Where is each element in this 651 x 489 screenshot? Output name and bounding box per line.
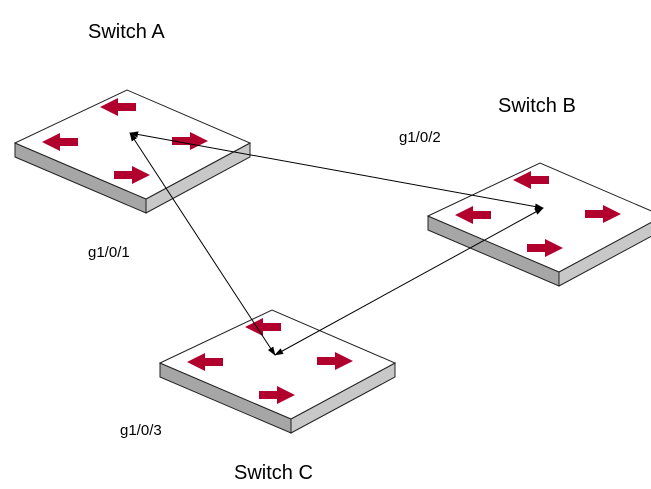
links-layer (129, 131, 544, 356)
switch-b-icon (427, 162, 651, 287)
labels-layer: Switch A Switch B Switch C g1/0/1 g1/0/2 g1/0… (88, 21, 576, 484)
switch-a-label: Switch A (88, 21, 165, 43)
switch-a-icon (14, 89, 251, 214)
switch-c-label: Switch C (234, 462, 313, 484)
port-label-p1: g1/0/1 (88, 244, 130, 261)
link-a-c (129, 132, 276, 356)
switch-b-label: Switch B (498, 95, 576, 117)
switches-layer (14, 89, 651, 434)
port-label-p3: g1/0/3 (120, 422, 162, 439)
link-c-b (274, 207, 544, 356)
switch-c-icon (159, 309, 396, 434)
port-label-p2: g1/0/2 (399, 129, 441, 146)
